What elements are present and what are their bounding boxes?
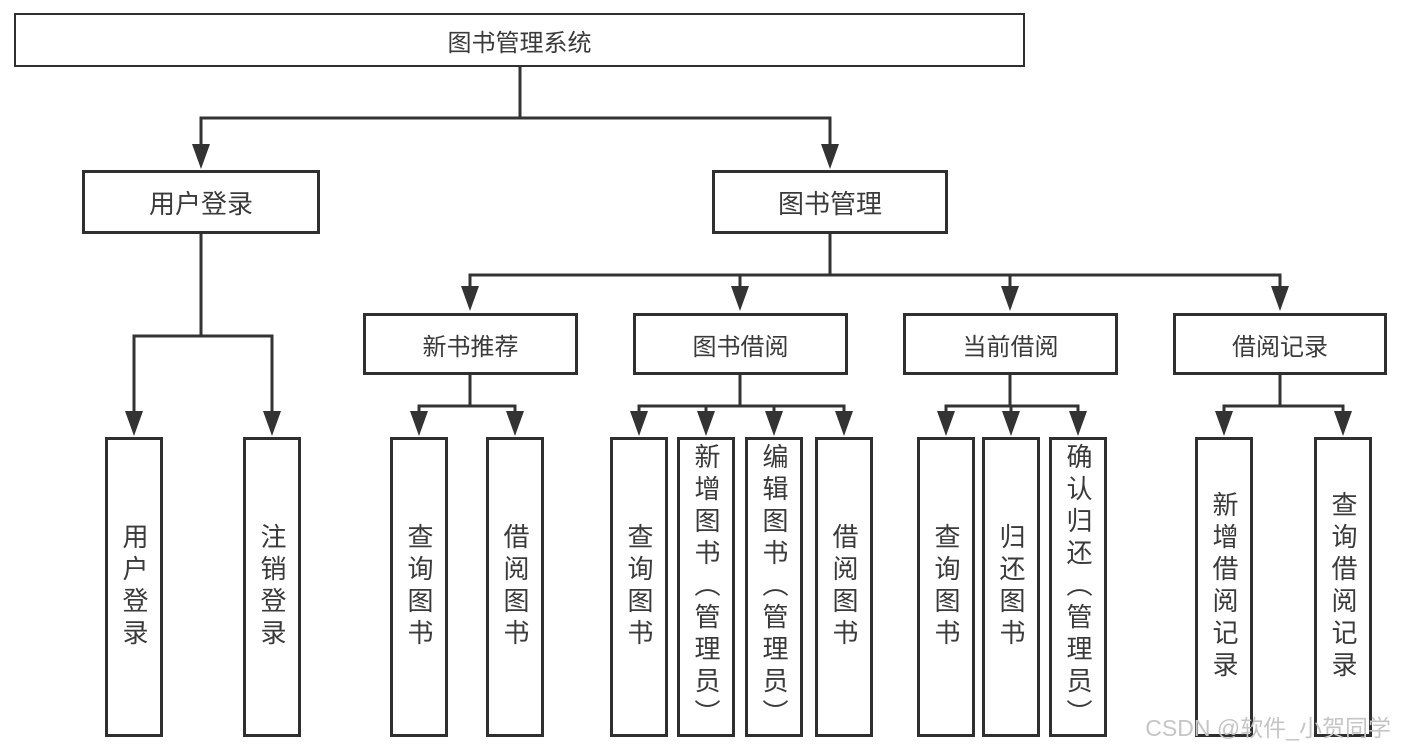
connector-root-split [192,64,839,169]
arrowhead-icon [506,411,524,436]
node-return-book: 归还图书 [982,437,1040,737]
arrowhead-icon [192,144,210,169]
csdn-watermark: CSDN @软件_小贺同学 [1145,715,1391,741]
node-current-borrow: 当前借阅 [903,313,1118,375]
arrowhead-icon [461,286,479,311]
node-user-login-branch: 用户登录 [82,170,320,234]
connector-user-login-split [125,230,281,436]
connector-book-mgmt-split [461,230,1289,311]
node-query-book-recommend: 查询图书 [390,437,448,737]
node-new-book-recommend: 新书推荐 [363,313,578,375]
arrowhead-icon [835,411,853,436]
node-root: 图书管理系统 [14,13,1025,67]
node-query-book-borrow: 查询图书 [610,437,668,737]
node-logout-leaf: 注销登录 [243,437,301,737]
node-book-borrow: 图书借阅 [633,313,848,375]
connector-book-borrow-split [630,371,853,436]
arrowhead-icon [697,411,715,436]
arrowhead-icon [1069,411,1087,436]
arrowhead-icon [1002,411,1020,436]
node-query-borrow-record: 查询借阅记录 [1314,437,1372,737]
arrowhead-icon [630,411,648,436]
arrowhead-icon [263,411,281,436]
node-borrow-records: 借阅记录 [1173,313,1387,375]
connector-borrow-records-split [1215,371,1352,436]
node-borrow-book-recommend: 借阅图书 [486,437,544,737]
arrowhead-icon [1001,286,1019,311]
node-edit-book-admin: 编辑图书（管理员） [745,437,803,737]
node-add-book-admin: 新增图书（管理员） [677,437,735,737]
node-borrow-book-leaf: 借阅图书 [815,437,873,737]
node-book-mgmt-branch: 图书管理 [712,170,948,234]
node-confirm-return-admin: 确认归还（管理员） [1049,437,1107,737]
node-add-borrow-record: 新增借阅记录 [1195,437,1253,737]
arrowhead-icon [125,411,143,436]
arrowhead-icon [410,411,428,436]
node-user-login-leaf: 用户登录 [105,437,163,737]
arrowhead-icon [765,411,783,436]
node-query-book-current: 查询图书 [917,437,975,737]
arrowhead-icon [1271,286,1289,311]
arrowhead-icon [1334,411,1352,436]
connector-current-borrow-split [937,371,1087,436]
connector-new-book-split [410,371,524,436]
arrowhead-icon [937,411,955,436]
arrowhead-icon [731,286,749,311]
arrowhead-icon [821,144,839,169]
arrowhead-icon [1215,411,1233,436]
